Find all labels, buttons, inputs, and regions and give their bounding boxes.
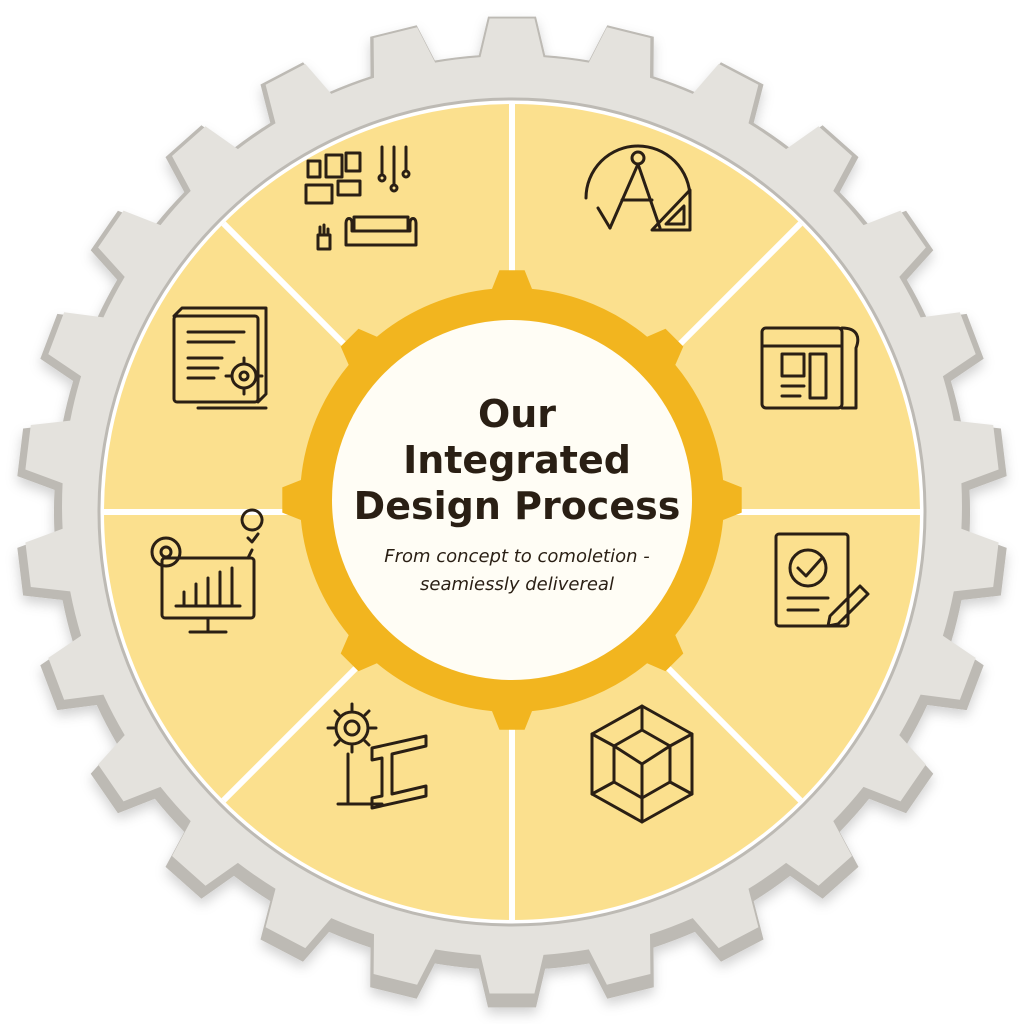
presentation-board-gear-icon — [174, 308, 266, 408]
diagram-subtitle: From concept to comoletion - seamiessly … — [384, 543, 650, 599]
title-line: Our — [477, 392, 557, 436]
title-line: Integrated — [403, 438, 631, 482]
center-label: Our Integrated Design Process From conce… — [322, 330, 712, 660]
process-segment — [512, 637, 801, 921]
subtitle-line: seamiessly delivereal — [420, 574, 614, 595]
gear-and-steel-beam-icon — [328, 704, 426, 808]
title-line: Design Process — [353, 484, 681, 528]
subtitle-line: From concept to comoletion - — [384, 546, 650, 567]
center-disc — [332, 320, 692, 680]
checklist-approval-icon — [776, 534, 868, 626]
3d-cube-model-icon — [592, 706, 692, 822]
monitor-analytics-icon — [152, 510, 262, 632]
blueprint-plans-icon — [762, 328, 858, 408]
process-segment — [104, 512, 387, 801]
diagram-title: Our Integrated Design Process — [354, 391, 681, 529]
interior-furniture-icon — [306, 147, 416, 249]
compass-and-ruler-icon — [586, 146, 690, 230]
process-segment — [223, 637, 512, 920]
